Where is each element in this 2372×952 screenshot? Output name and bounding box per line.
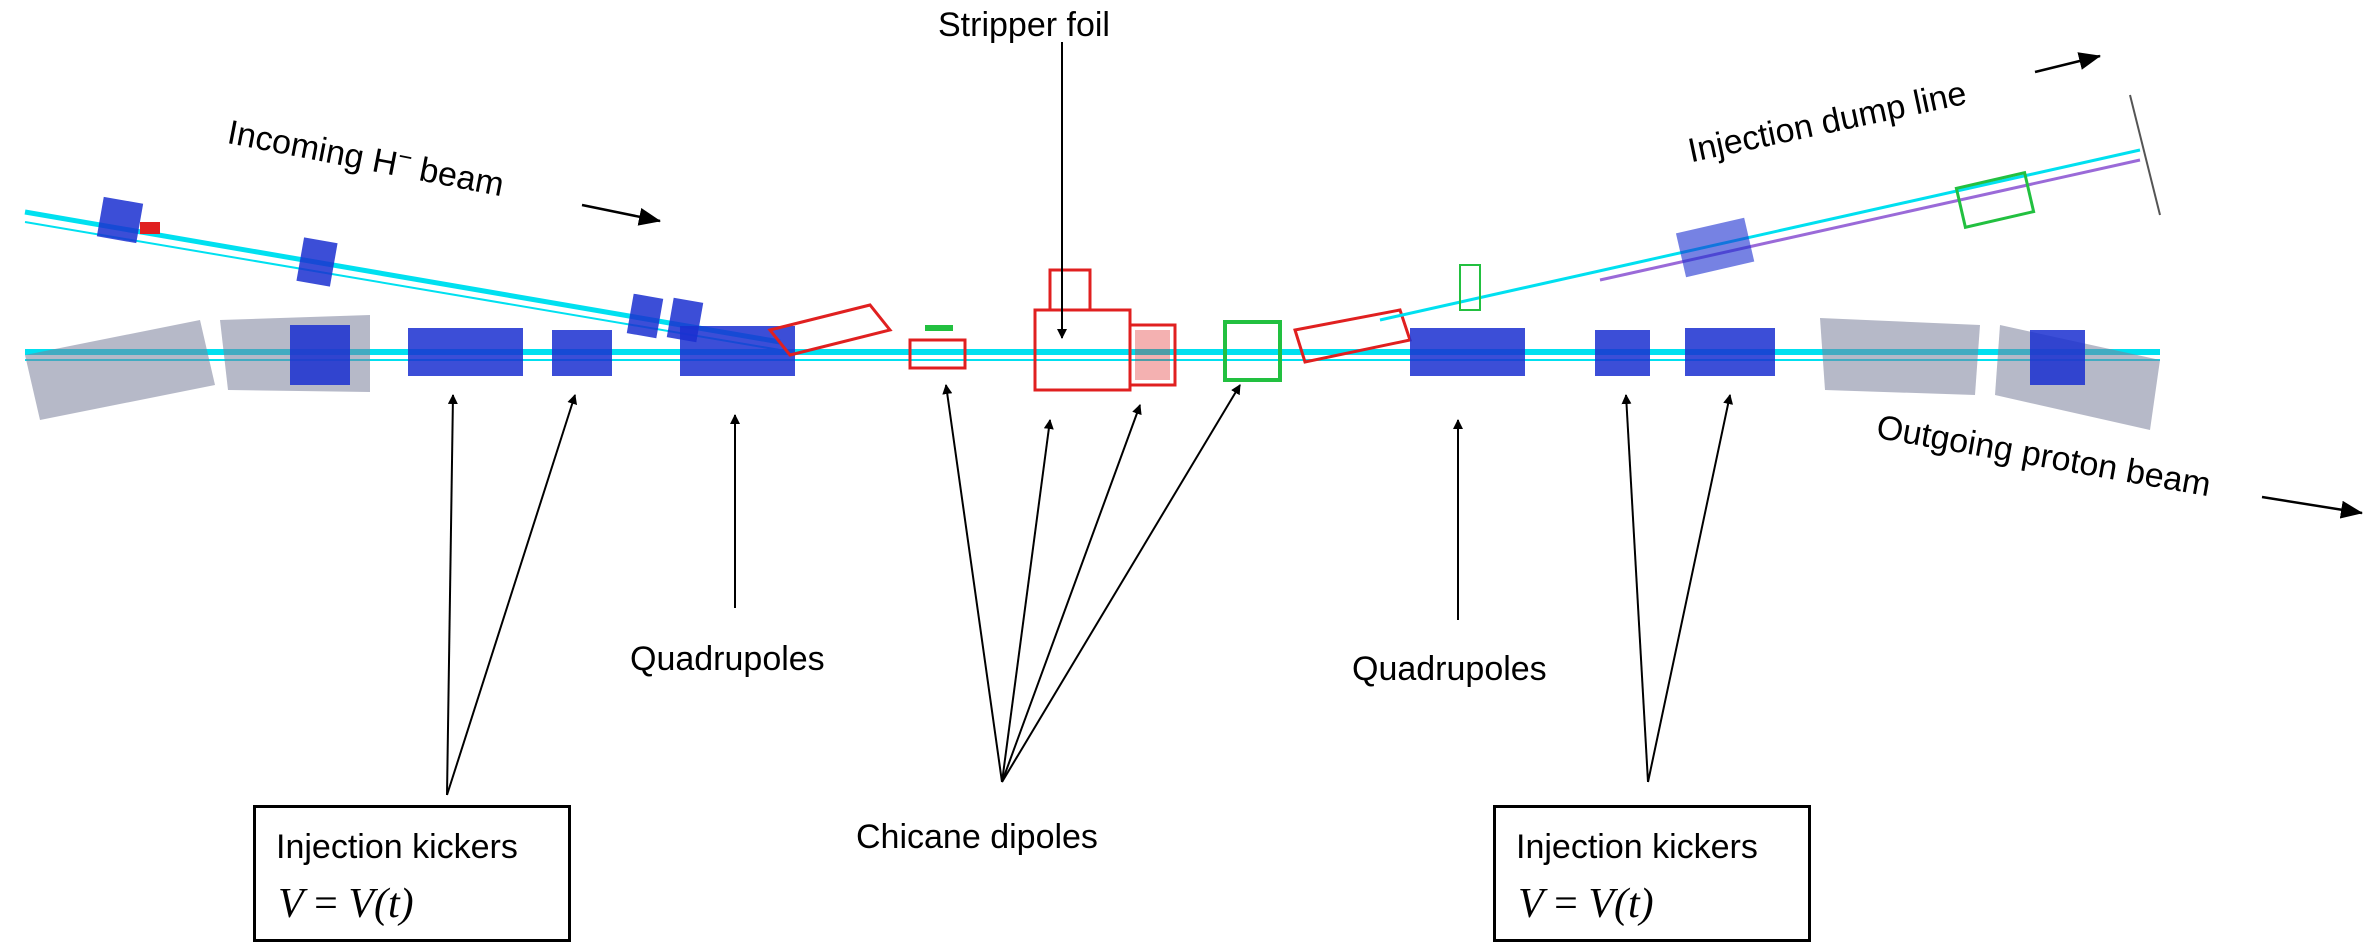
- incoming-beamline: [24, 196, 781, 351]
- pointer-arrows: [446, 42, 1734, 796]
- kicker-voltage-formula: V = V(t): [1518, 881, 1654, 927]
- stripper-foil-label: Stripper foil: [938, 6, 1110, 44]
- injection-kickers-box-left: Injection kickers V = V(t): [253, 805, 571, 942]
- ring-beamline: [25, 268, 2160, 430]
- injection-kickers-title: Injection kickers: [276, 828, 518, 866]
- injection-kickers-box-right: Injection kickers V = V(t): [1493, 805, 1811, 942]
- quadrupoles-right-label: Quadrupoles: [1352, 650, 1547, 688]
- chicane-dipoles-label: Chicane dipoles: [856, 818, 1098, 856]
- kicker-voltage-formula: V = V(t): [278, 881, 414, 927]
- injection-kickers-title: Injection kickers: [1516, 828, 1758, 866]
- quadrupoles-left-label: Quadrupoles: [630, 640, 825, 678]
- direction-arrows: [581, 52, 2363, 519]
- dump-beamline: [1379, 94, 2161, 322]
